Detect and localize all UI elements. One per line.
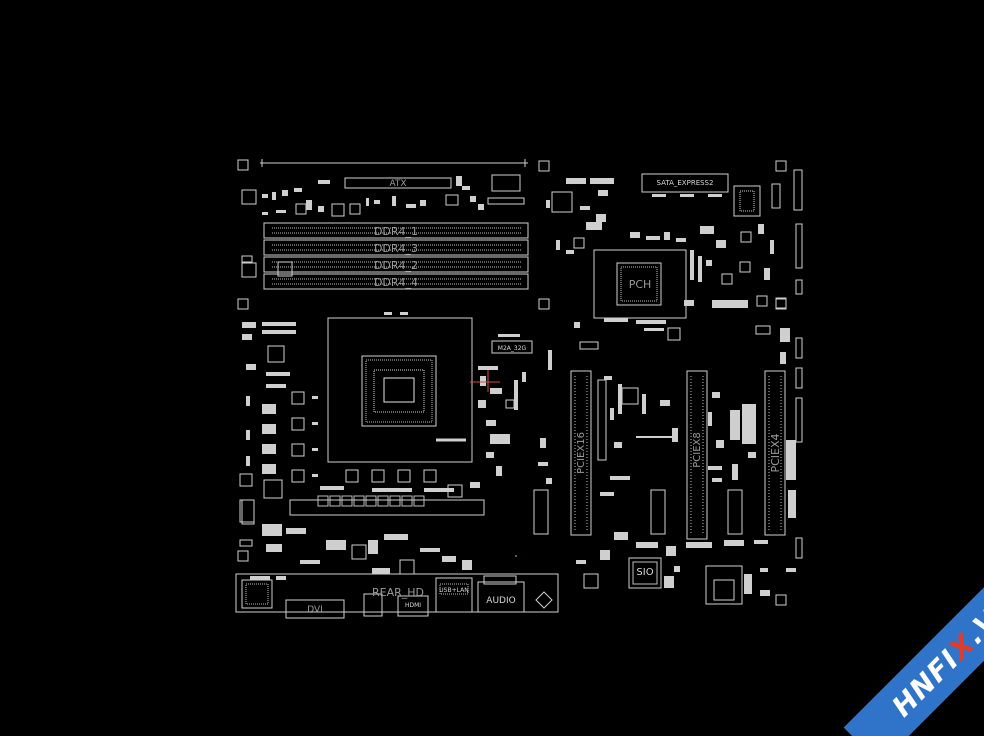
pciex8-label: PCIEX8 — [692, 432, 703, 468]
sio-chip — [628, 557, 662, 589]
sata-express-connector — [641, 173, 729, 193]
watermark-banner: HNFIX.VN — [784, 536, 984, 736]
pch-chip-area — [593, 249, 687, 319]
ddr4-3-label: DDR4_3 — [374, 242, 418, 255]
pciex16-label: PCIEX16 — [576, 432, 587, 474]
watermark-strip: HNFIX.VN — [843, 543, 984, 736]
usb-lan-label: USB+LAN — [439, 587, 468, 594]
mount-hole — [775, 160, 787, 172]
m2-connector — [491, 340, 533, 354]
pciex8-slot — [686, 370, 708, 540]
ddr4-2-label: DDR4_2 — [374, 259, 418, 272]
mount-hole — [237, 550, 249, 562]
ddr4-slot-2 — [263, 256, 529, 273]
bottom-slot — [289, 499, 485, 516]
mount-hole — [237, 159, 249, 171]
ddr4-slot-4 — [263, 273, 529, 290]
atx-label: ATX — [389, 179, 406, 189]
pch-chip — [616, 262, 662, 306]
mount-hole — [237, 298, 249, 310]
rear-io-panel — [235, 573, 559, 613]
ddr4-1-label: DDR4_1 — [374, 225, 418, 238]
sata-express-label: SATA_EXPRESS2 — [657, 179, 714, 187]
hdmi-connector — [397, 595, 429, 617]
ddr4-slot-3 — [263, 239, 529, 256]
sio-label: SIO — [636, 567, 653, 578]
hdmi-label: HDMI — [405, 602, 421, 609]
rear-hd-label: REAR_HD — [372, 586, 424, 599]
ddr4-4-label: DDR4_4 — [374, 276, 418, 289]
pch-label: PCH — [629, 278, 652, 291]
pciex4-label: PCIEX4 — [769, 433, 782, 472]
mount-hole — [538, 160, 550, 172]
cpu-socket — [327, 317, 473, 463]
mount-hole — [538, 298, 550, 310]
atx-connector — [344, 177, 452, 189]
pciex16-slot — [570, 370, 592, 536]
m2-label: M2A_32G — [498, 345, 527, 352]
mount-hole — [775, 594, 787, 606]
audio-label: AUDIO — [486, 596, 515, 606]
audio-connector — [477, 581, 525, 613]
dvi-label: DVI — [307, 605, 323, 615]
watermark-logo: HNFIX.VN — [885, 585, 984, 723]
pciex4-slot — [764, 370, 786, 536]
dvi-connector — [285, 599, 345, 619]
ddr4-slot-1 — [263, 222, 529, 239]
usb-lan-connector — [435, 577, 473, 613]
